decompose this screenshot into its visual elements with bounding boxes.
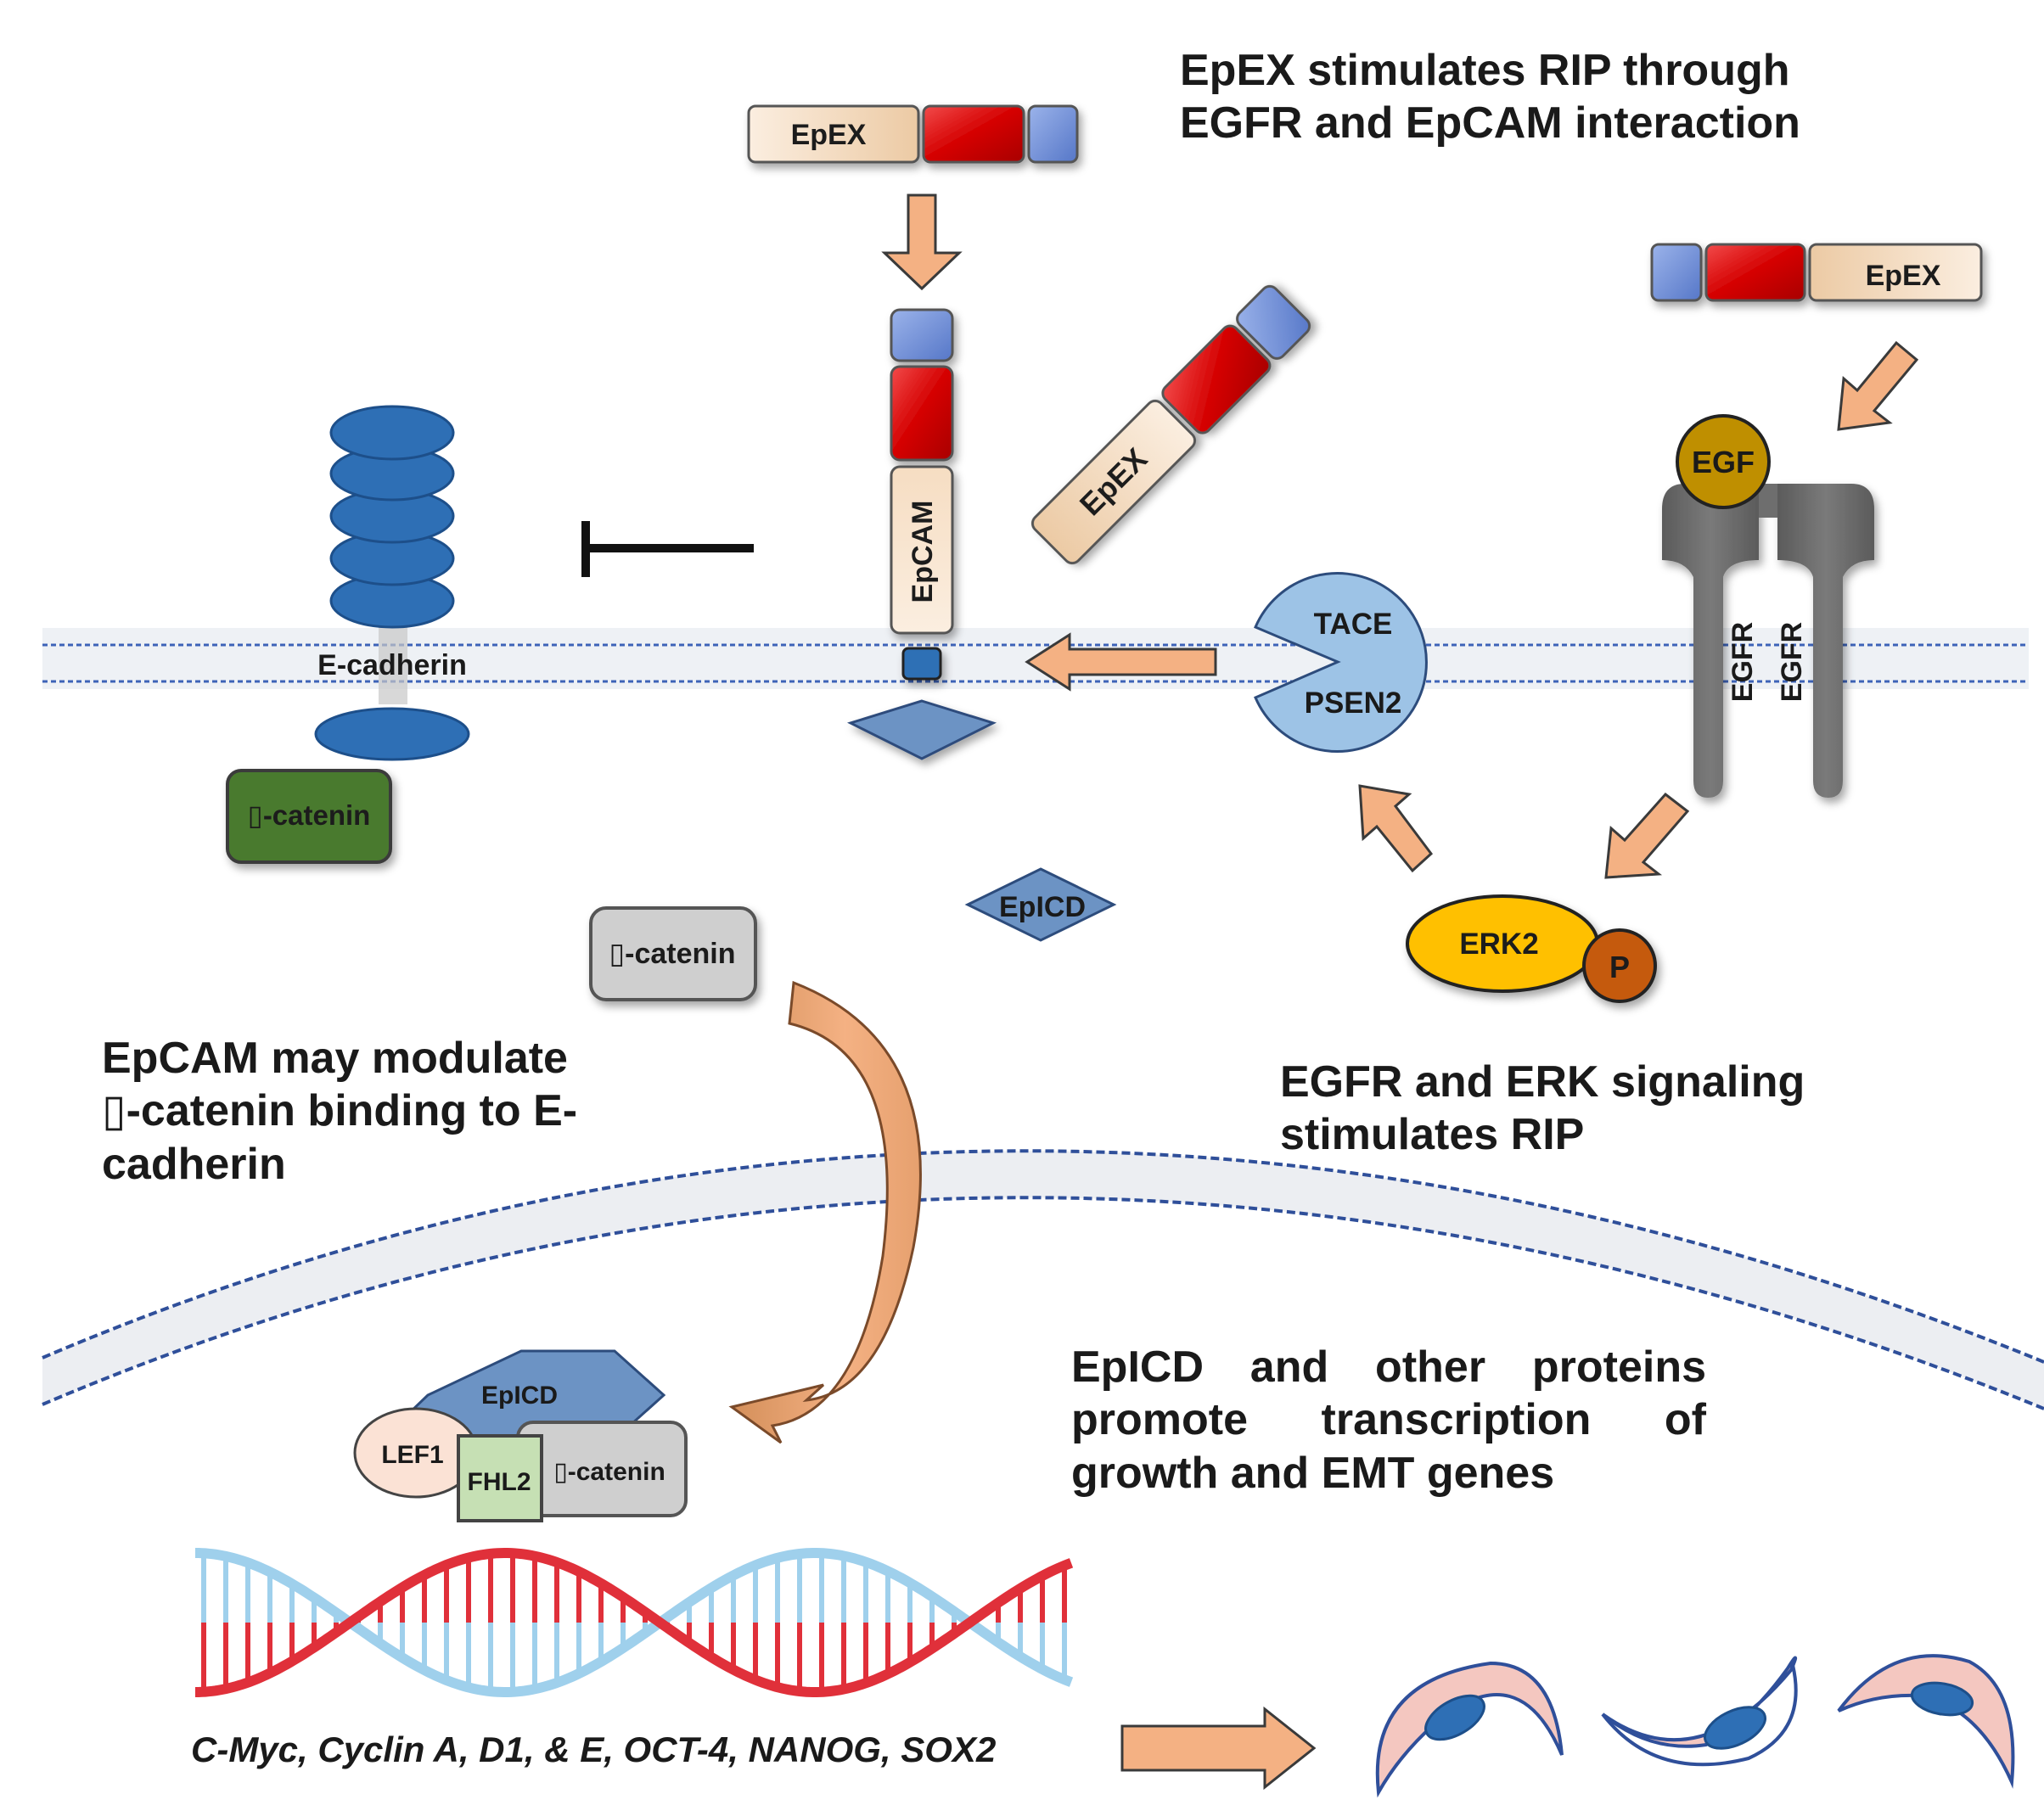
translocation-arrow <box>728 980 922 1444</box>
nuclear-envelope <box>42 1149 2044 1410</box>
epex-fragment-top: EpEX <box>747 104 1079 164</box>
mesenchymal-cell-icon <box>1601 1656 1798 1767</box>
dna-strand-blue <box>195 1548 1074 1697</box>
catenin-membrane-label: ▯-catenin <box>248 799 371 831</box>
epex-fragment-tilted: EpEX <box>1030 284 1311 565</box>
dna-strand-red <box>195 1548 1074 1697</box>
epcam-label: EpCAM <box>907 501 939 603</box>
e-cadherin-label: E-cadherin <box>317 649 467 681</box>
arrow-egfr-to-erk2 <box>1604 792 1690 879</box>
nuclear-transcription-complex: EpICD ▯-catenin LEF1 FHL2 <box>353 1349 688 1522</box>
arrow-erk2-to-tace <box>1358 784 1434 873</box>
egfr-label-2: EGFR <box>1776 622 1808 702</box>
dna-helix-icon <box>195 1548 1074 1697</box>
arrow-left-to-epcam <box>1025 632 1217 692</box>
tace-label: TACE <box>1314 608 1393 641</box>
e-cadherin-intracellular <box>314 707 470 761</box>
epicd-cyto-label: EpICD <box>999 891 1086 923</box>
epicd-cytoplasmic: EpICD <box>964 867 1117 942</box>
epcam-receptor: EpCAM <box>846 308 997 760</box>
catenin-free-label: ▯-catenin <box>609 938 735 970</box>
arrow-down-to-epcam <box>881 193 963 291</box>
e-cadherin-complex: E-cadherin <box>314 405 470 761</box>
catenin-free-box: ▯-catenin <box>589 906 757 1001</box>
erk2-label: ERK2 <box>1459 928 1538 961</box>
epex-top-label: EpEX <box>791 119 867 151</box>
erk2-kinase: ERK2 P <box>1406 894 1657 1003</box>
egf-ligand: EGF <box>1676 414 1771 509</box>
e-cadherin-disc <box>329 405 455 461</box>
psen2-label: PSEN2 <box>1305 687 1402 720</box>
caption-epcam-modulate: EpCAM may modulate ▯-catenin binding to … <box>102 1034 578 1189</box>
inhibition-bar-icon <box>581 521 754 577</box>
caption-egfr-erk: EGFR and ERK signaling stimulates RIP <box>1280 1057 1805 1160</box>
phospho-label: P <box>1609 950 1630 984</box>
epex-right-label: EpEX <box>1866 260 1941 292</box>
mesenchymal-cell-icon <box>1837 1654 2015 1789</box>
catenin-nuclear-label: ▯-catenin <box>553 1458 665 1486</box>
caption-epicd-promote: EpICD and other proteins promote transcr… <box>1071 1343 1706 1498</box>
epex-fragment-right: EpEX <box>1650 243 1983 302</box>
fhl2-label: FHL2 <box>468 1468 531 1496</box>
arrow-to-cells <box>1120 1706 1317 1791</box>
caption-epex-rip: EpEX stimulates RIP through EGFR and EpC… <box>1180 46 1800 149</box>
tace-psen2-protease: TACE PSEN2 <box>1254 572 1428 753</box>
egf-label: EGF <box>1692 445 1755 479</box>
arrow-to-egf <box>1837 340 1919 431</box>
mesenchymal-cell-icon <box>1375 1661 1564 1798</box>
egfr-dimer: EGFR EGFR <box>1662 484 1874 798</box>
catenin-membrane-box: ▯-catenin <box>226 769 392 864</box>
gene-list: C-Myc, Cyclin A, D1, & E, OCT-4, NANOG, … <box>191 1729 996 1769</box>
lef1-label: LEF1 <box>381 1441 443 1469</box>
epicd-nuclear-label: EpICD <box>481 1382 558 1410</box>
egfr-label-1: EGFR <box>1727 622 1759 702</box>
